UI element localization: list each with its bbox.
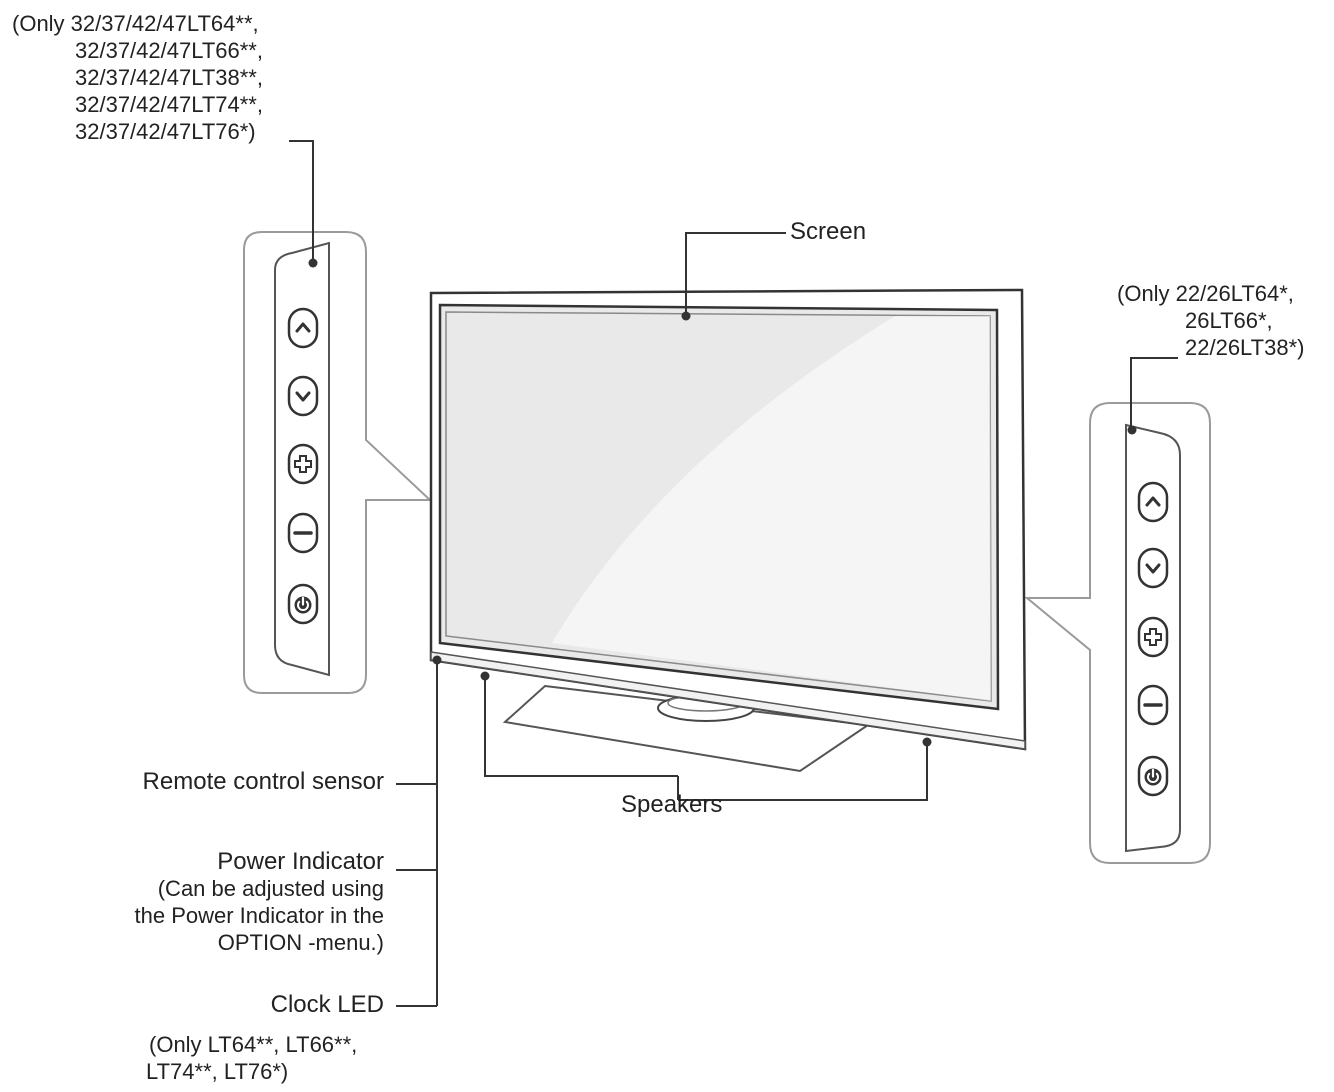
clock-led-note: (Only LT64**, LT66**, LT74**, LT76*) [146, 1031, 357, 1085]
screen-label: Screen [790, 218, 867, 245]
clock-led-note-1: (Only LT64**, LT66**, [149, 1032, 358, 1057]
clock-led-note-2: LT74**, LT76*) [146, 1059, 289, 1084]
large-models-leader [289, 140, 314, 261]
small-models-leader [1130, 357, 1178, 430]
chevron-down-icon [1137, 547, 1169, 589]
large-models-line-4: 32/37/42/47LT74**, [75, 92, 263, 117]
power-indicator-note-1: (Can be adjusted using [157, 876, 384, 901]
speakers-label: Speakers [621, 791, 723, 818]
minus-icon [1137, 684, 1169, 726]
power-icon [1137, 755, 1169, 797]
chevron-up-icon [1137, 481, 1169, 523]
remote-sensor-label: Remote control sensor [142, 768, 384, 795]
left-panel-indicator-dot [308, 258, 318, 268]
large-models-note: (Only 32/37/42/47LT64**, 32/37/42/47LT66… [12, 10, 263, 145]
power-indicator-block: Power Indicator (Can be adjusted using t… [135, 848, 384, 956]
clock-led-label: Clock LED [270, 991, 384, 1018]
large-models-line-1: (Only 32/37/42/47LT64**, [12, 11, 259, 36]
power-indicator-note-3: OPTION -menu.) [217, 930, 384, 955]
small-models-line-1: (Only 22/26LT64*, [1117, 281, 1294, 306]
plus-icon [287, 443, 319, 485]
power-icon [287, 583, 319, 625]
small-models-note: (Only 22/26LT64*, 26LT66*, 22/26LT38*) [1117, 280, 1304, 361]
power-indicator-label: Power Indicator [217, 848, 384, 875]
screen-reflection [552, 316, 991, 701]
chevron-down-icon [287, 375, 319, 417]
large-models-line-3: 32/37/42/47LT38**, [75, 65, 263, 90]
small-models-line-2: 26LT66*, [1185, 308, 1273, 333]
right-control-panel [1024, 402, 1211, 864]
tv-stand-base [502, 684, 871, 773]
left-control-panel [243, 231, 433, 694]
speakers-leader [484, 676, 678, 777]
minus-icon [287, 512, 319, 554]
screen-leader [685, 232, 786, 316]
large-models-line-5: 32/37/42/47LT76*) [75, 119, 256, 144]
tv [429, 288, 1027, 773]
power-indicator-note-2: the Power Indicator in the [134, 903, 384, 928]
small-models-line-3: 22/26LT38*) [1185, 335, 1305, 360]
plus-icon [1137, 616, 1169, 658]
chevron-up-icon [287, 307, 319, 349]
large-models-line-2: 32/37/42/47LT66**, [75, 38, 263, 63]
